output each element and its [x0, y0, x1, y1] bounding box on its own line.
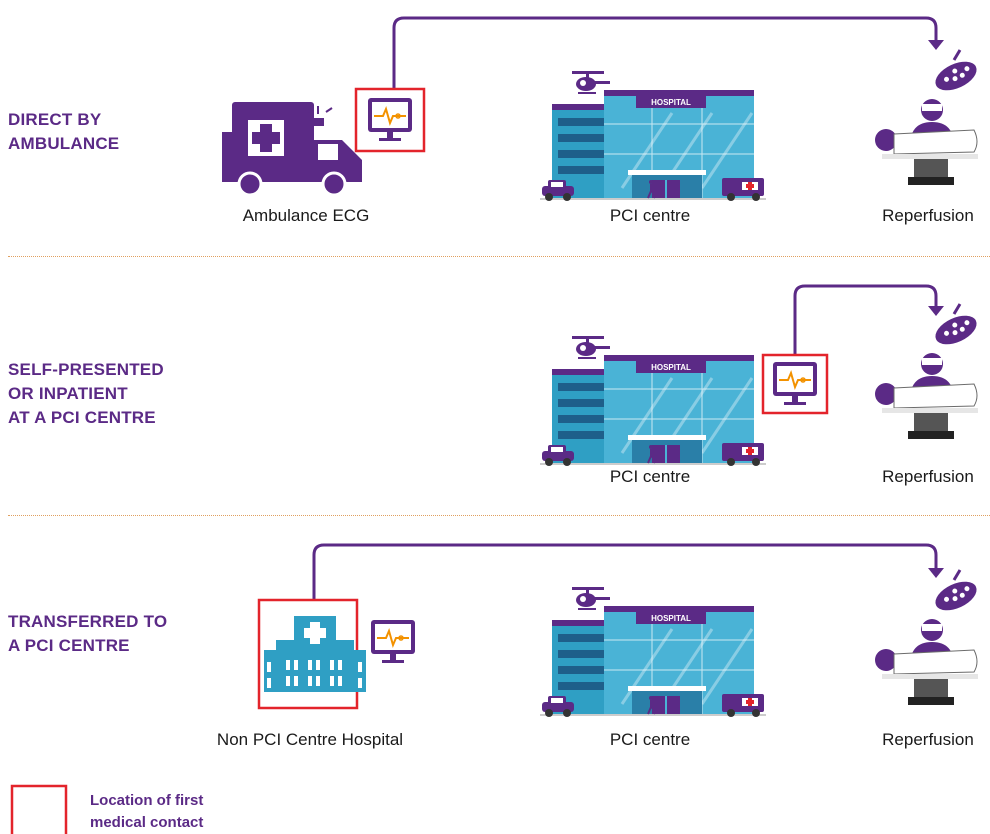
ambulance-icon	[220, 100, 364, 197]
title-line: OR INPATIENT	[8, 384, 128, 403]
reperfusion-icon	[873, 302, 983, 441]
legend-line: Location of first	[90, 792, 204, 809]
row3-flow-arrow	[312, 543, 944, 600]
row-title-transferred: TRANSFERRED TO A PCI CENTRE	[8, 610, 167, 658]
label-non-pci-hospital: Non PCI Centre Hospital	[216, 730, 404, 749]
pci-hospital-icon	[538, 334, 768, 468]
title-line: TRANSFERRED TO	[8, 612, 168, 631]
title-line: A PCI CENTRE	[8, 636, 130, 655]
row1-flow-arrow	[392, 16, 944, 88]
legend-red-box	[10, 784, 68, 834]
title-line: DIRECT BY	[8, 110, 102, 129]
label-pci-centre: PCI centre	[609, 730, 691, 749]
row-title-self-presented: SELF-PRESENTED OR INPATIENT AT A PCI CEN…	[8, 358, 164, 430]
label-pci-centre: PCI centre	[609, 206, 691, 225]
title-line: SELF-PRESENTED	[8, 360, 164, 379]
label-reperfusion: Reperfusion	[882, 730, 974, 749]
pci-hospital-icon	[538, 585, 768, 719]
row2-flow-arrow	[793, 284, 944, 355]
label-pci-centre: PCI centre	[609, 467, 691, 486]
label-reperfusion: Reperfusion	[882, 467, 974, 486]
title-line: AT A PCI CENTRE	[8, 408, 156, 427]
reperfusion-icon	[873, 48, 983, 187]
row-title-direct-ambulance: DIRECT BY AMBULANCE	[8, 108, 119, 156]
reperfusion-icon	[873, 568, 983, 707]
pci-hospital-icon	[538, 69, 768, 203]
ecg-monitor-icon	[370, 619, 416, 664]
hospital-sign: HOSPITAL	[651, 98, 691, 107]
hospital-sign: HOSPITAL	[651, 614, 691, 623]
label-ambulance-ecg: Ambulance ECG	[242, 206, 370, 225]
legend-line: medical contact	[90, 814, 204, 831]
legend-label: Location of first medical contact	[90, 790, 203, 834]
hospital-sign: HOSPITAL	[651, 363, 691, 372]
row-divider	[8, 256, 990, 257]
title-line: AMBULANCE	[8, 134, 120, 153]
label-reperfusion: Reperfusion	[882, 206, 974, 225]
row-divider	[8, 515, 990, 516]
